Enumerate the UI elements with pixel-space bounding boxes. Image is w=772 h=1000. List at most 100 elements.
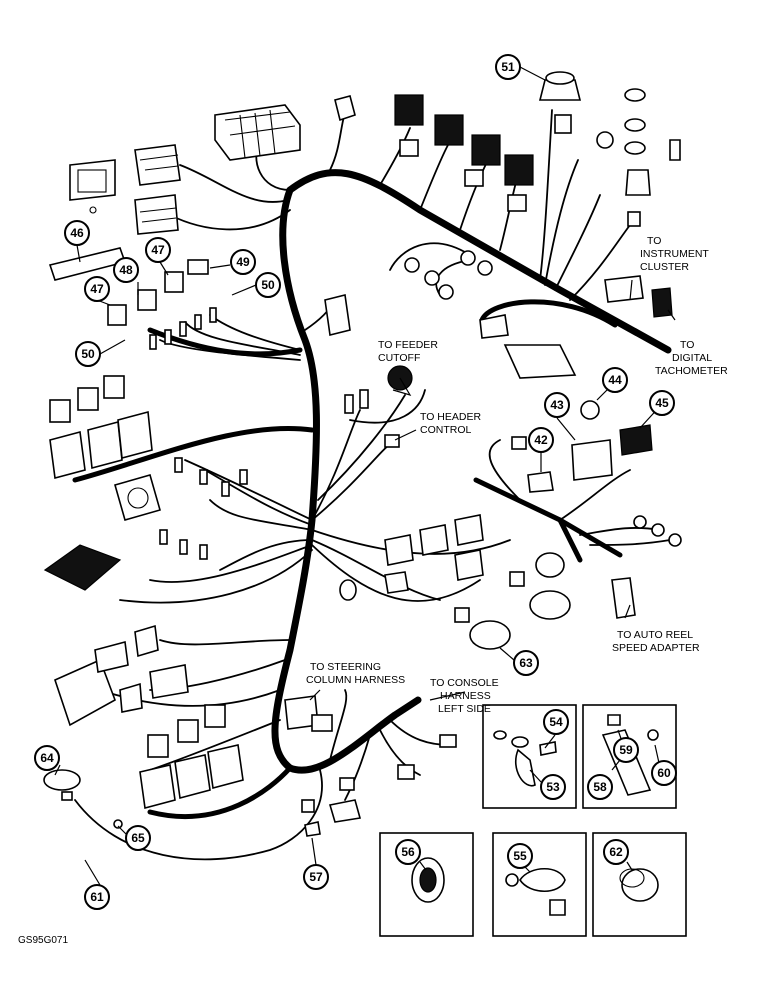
svg-text:47: 47 — [90, 282, 104, 296]
center-switches — [339, 514, 571, 650]
terminal-pins — [149, 307, 248, 560]
svg-text:58: 58 — [593, 780, 607, 794]
flasher-module — [43, 544, 122, 591]
svg-text:59: 59 — [619, 743, 633, 757]
svg-text:62: 62 — [609, 845, 623, 859]
ref-63: 63 — [513, 650, 539, 676]
reference-numbers: 51 46 47 49 48 50 47 50 44 43 45 42 63 5… — [34, 54, 677, 910]
leader-lines — [54, 66, 676, 886]
label-to-auto-reel-2: SPEED ADAPTER — [612, 642, 700, 654]
knob — [580, 400, 600, 420]
ref-47-lower: 47 — [84, 276, 110, 302]
washer — [624, 118, 646, 132]
svg-text:57: 57 — [309, 870, 323, 884]
indicator-lamps — [404, 250, 493, 300]
ref-42: 42 — [528, 427, 554, 453]
figure-code: GS95G071 — [18, 935, 68, 946]
svg-text:64: 64 — [40, 751, 54, 765]
inset-boxes — [379, 704, 687, 937]
key — [669, 139, 681, 161]
ref-50-left: 50 — [75, 341, 101, 367]
mounting-bracket — [69, 159, 116, 201]
svg-text:63: 63 — [519, 656, 533, 670]
svg-text:51: 51 — [501, 60, 515, 74]
ref-60: 60 — [651, 760, 677, 786]
auto-reel-connector — [611, 577, 636, 619]
ref-56: 56 — [395, 839, 421, 865]
svg-text:65: 65 — [131, 831, 145, 845]
ref-45: 45 — [649, 390, 675, 416]
multi-pin-connector — [134, 144, 181, 186]
reel-control-switch — [571, 439, 613, 481]
fuse-strip — [48, 247, 127, 281]
svg-text:53: 53 — [546, 780, 560, 794]
rotary-switch — [529, 590, 571, 620]
ref-47-upper: 47 — [145, 237, 171, 263]
label-to-instrument-cluster-3: CLUSTER — [640, 261, 689, 273]
ref-49: 49 — [230, 249, 256, 275]
nut — [624, 88, 646, 102]
components — [43, 71, 682, 837]
svg-text:44: 44 — [608, 373, 622, 387]
label-to-auto-reel-1: TO AUTO REEL — [617, 629, 693, 641]
svg-text:56: 56 — [401, 845, 415, 859]
ref-57: 57 — [303, 864, 329, 890]
svg-text:50: 50 — [261, 278, 275, 292]
instrument-cluster-connector — [604, 275, 644, 303]
ref-65: 65 — [125, 825, 151, 851]
buzzer — [43, 769, 81, 791]
label-to-digital-tachometer-3: TACHOMETER — [655, 365, 728, 377]
ref-50-right: 50 — [255, 272, 281, 298]
label-to-header-control-1: TO HEADER — [420, 411, 481, 423]
ref-44: 44 — [602, 367, 628, 393]
label-to-console-harness-3: LEFT SIDE — [438, 703, 491, 715]
connector-center — [324, 294, 351, 336]
label-to-console-harness-1: TO CONSOLE — [430, 677, 499, 689]
label-to-header-control-2: CONTROL — [420, 424, 471, 436]
ref-58: 58 — [587, 774, 613, 800]
ref-61: 61 — [84, 884, 110, 910]
svg-text:49: 49 — [236, 255, 250, 269]
ref-54: 54 — [543, 709, 569, 735]
ref-53: 53 — [540, 774, 566, 800]
rocker-switch-45 — [619, 424, 653, 456]
ref-55: 55 — [507, 843, 533, 869]
label-to-digital-tachometer-2: DIGITAL — [672, 352, 712, 364]
relay-group-lower-left — [139, 704, 244, 810]
switch-63 — [469, 620, 511, 650]
control-module — [54, 658, 116, 727]
ref-64: 64 — [34, 745, 60, 771]
solenoid — [114, 474, 161, 521]
multi-pin-connector-2 — [134, 194, 179, 235]
clip-42 — [527, 471, 554, 493]
label-to-digital-tachometer-1: TO — [680, 339, 694, 351]
fuse-block — [214, 104, 301, 161]
plug-top — [334, 95, 356, 122]
ref-62: 62 — [603, 839, 629, 865]
fuse-57 — [304, 821, 321, 837]
relay-group-upper-left — [49, 259, 209, 480]
ref-46: 46 — [64, 220, 90, 246]
label-to-feeder-cutoff-1: TO FEEDER — [378, 339, 438, 351]
label-to-steering-column-2: COLUMN HARNESS — [306, 674, 405, 686]
ref-48: 48 — [113, 257, 139, 283]
label-to-feeder-cutoff-2: CUTOFF — [378, 352, 420, 364]
svg-text:45: 45 — [655, 396, 669, 410]
svg-text:60: 60 — [657, 766, 671, 780]
ref-51: 51 — [495, 54, 521, 80]
svg-text:48: 48 — [119, 263, 133, 277]
ref-43: 43 — [544, 392, 570, 418]
svg-text:54: 54 — [549, 715, 563, 729]
switch-bracket — [503, 344, 577, 379]
svg-text:50: 50 — [81, 347, 95, 361]
tachometer-connector — [651, 287, 673, 318]
screw-65 — [113, 819, 123, 829]
ref-59: 59 — [613, 737, 639, 763]
label-to-instrument-cluster-1: TO — [647, 235, 661, 247]
callout-labels: TO INSTRUMENT CLUSTER TO DIGITAL TACHOME… — [18, 235, 728, 946]
svg-text:43: 43 — [550, 398, 564, 412]
label-to-steering-column-1: TO STEERING — [310, 661, 381, 673]
label-to-console-harness-2: HARNESS — [440, 690, 491, 702]
svg-text:55: 55 — [513, 849, 527, 863]
